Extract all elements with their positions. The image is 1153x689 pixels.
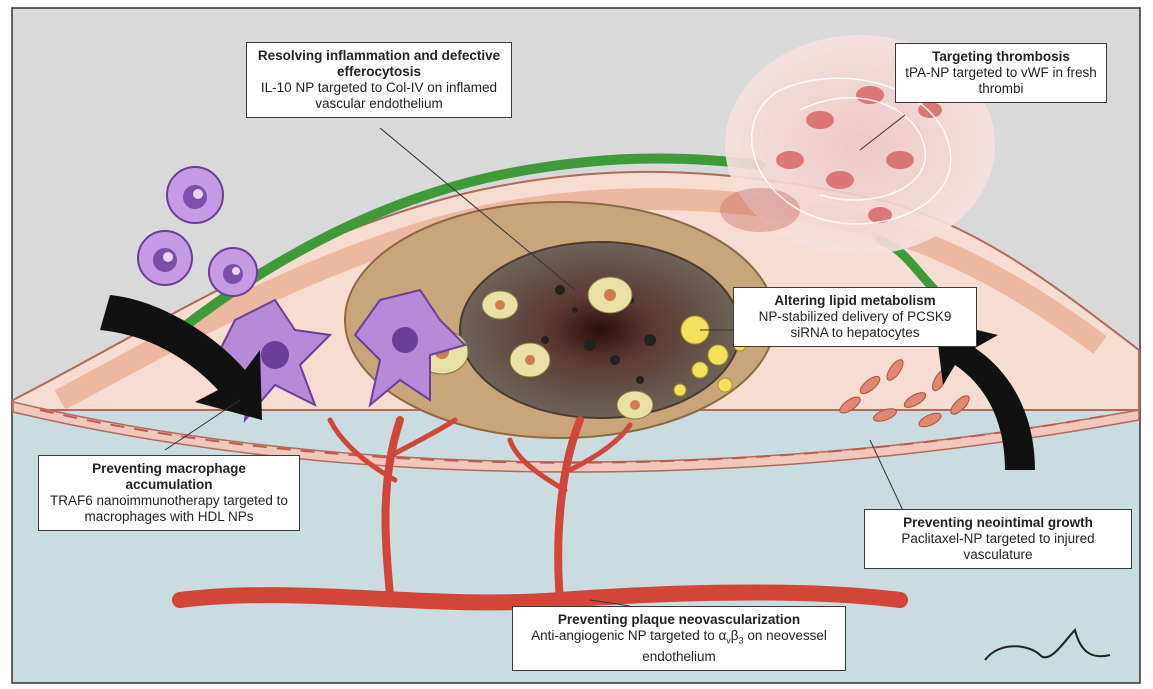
callout-macrophage-desc: TRAF6 nanoimmunotherapy targeted to macr… — [47, 493, 291, 525]
neo-beta: β — [731, 628, 739, 643]
callout-macrophage: Preventing macrophage accumulation TRAF6… — [38, 455, 300, 531]
callout-neovascularization: Preventing plaque neovascularization Ant… — [512, 606, 846, 671]
callout-lipid-desc: NP-stabilized delivery of PCSK9 siRNA to… — [742, 309, 968, 341]
callout-lipid-title: Altering lipid metabolism — [742, 293, 968, 309]
callout-neointimal-desc: Paclitaxel-NP targeted to injured vascul… — [873, 531, 1123, 563]
callout-macrophage-title: Preventing macrophage accumulation — [47, 461, 291, 493]
callout-thrombosis: Targeting thrombosis tPA-NP targeted to … — [895, 43, 1107, 103]
callout-neointimal: Preventing neointimal growth Paclitaxel-… — [864, 509, 1132, 569]
callout-inflammation-desc: IL-10 NP targeted to Col-IV on inflamed … — [255, 80, 503, 112]
neo-desc-prefix: Anti-angiogenic NP targeted to α — [531, 628, 726, 643]
callout-lipid: Altering lipid metabolism NP-stabilized … — [733, 287, 977, 347]
callout-thrombosis-title: Targeting thrombosis — [904, 49, 1098, 65]
callout-thrombosis-desc: tPA-NP targeted to vWF in fresh thrombi — [904, 65, 1098, 97]
callout-neovascularization-desc: Anti-angiogenic NP targeted to αvβ3 on n… — [521, 628, 837, 665]
callout-neointimal-title: Preventing neointimal growth — [873, 515, 1123, 531]
callout-inflammation: Resolving inflammation and defective eff… — [246, 42, 512, 118]
callout-neovascularization-title: Preventing plaque neovascularization — [521, 612, 837, 628]
callout-inflammation-title: Resolving inflammation and defective eff… — [255, 48, 503, 80]
